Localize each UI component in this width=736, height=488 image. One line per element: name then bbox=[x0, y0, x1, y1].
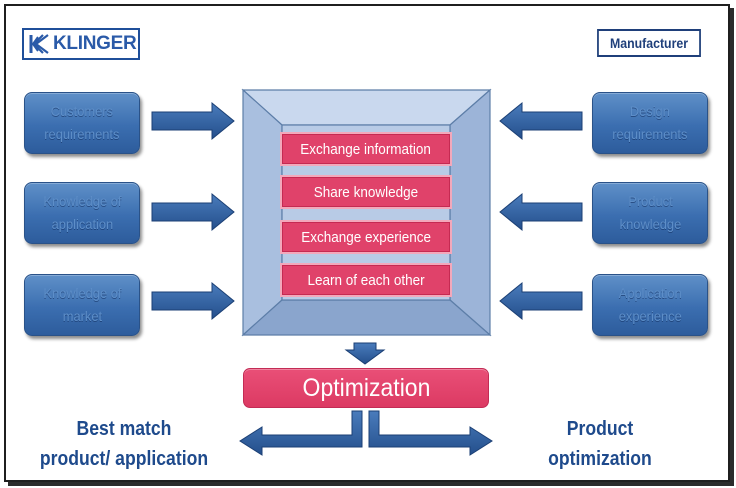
input-product-knowledge: Product knowledge bbox=[592, 182, 708, 244]
logo-text: KLINGER bbox=[53, 33, 137, 54]
outcome-right-line2: optimization bbox=[548, 448, 652, 470]
center-item-label: Exchange experience bbox=[301, 228, 431, 246]
outcome-left-line2: product/ application bbox=[39, 448, 209, 470]
arrow-right-3 bbox=[151, 281, 235, 321]
input-label-line1: Product bbox=[627, 193, 673, 209]
input-label-line1: Application bbox=[618, 285, 682, 301]
input-label-line2: market bbox=[62, 308, 102, 324]
arrow-left-1 bbox=[499, 101, 583, 141]
outcome-right-line1: Product bbox=[566, 418, 634, 440]
center-item-share-knowledge: Share knowledge bbox=[282, 177, 450, 207]
input-label-line1: Design bbox=[629, 103, 671, 119]
arrow-down bbox=[344, 342, 386, 365]
input-label-line2: knowledge bbox=[619, 216, 681, 232]
manufacturer-text: Manufacturer bbox=[609, 35, 689, 51]
input-application-experience: Application experience bbox=[592, 274, 708, 336]
input-label-line1: Knowledge of bbox=[42, 193, 122, 209]
center-item-exchange-experience: Exchange experience bbox=[282, 222, 450, 252]
manufacturer-label: Manufacturer bbox=[597, 29, 701, 57]
outcome-best-match: Best match product/ application bbox=[14, 414, 234, 474]
outcome-left-line1: Best match bbox=[76, 418, 172, 440]
center-item-label: Exchange information bbox=[300, 140, 432, 158]
input-customers-requirements: Customers requirements bbox=[24, 92, 140, 154]
input-label-line2: application bbox=[51, 216, 113, 232]
input-label-line2: experience bbox=[618, 308, 682, 324]
arrow-left-2 bbox=[499, 192, 583, 232]
input-label-line1: Knowledge of bbox=[42, 285, 122, 301]
input-design-requirements: Design requirements bbox=[592, 92, 708, 154]
outcome-product-optimization: Product optimization bbox=[510, 414, 690, 474]
arrow-left-3 bbox=[499, 281, 583, 321]
klinger-logo-icon bbox=[29, 34, 49, 54]
center-item-learn-of-each-other: Learn of each other bbox=[282, 265, 450, 295]
center-item-exchange-information: Exchange information bbox=[282, 134, 450, 164]
collaboration-box bbox=[241, 88, 492, 337]
klinger-logo: KLINGER bbox=[22, 28, 140, 60]
arrow-right-2 bbox=[151, 192, 235, 232]
input-knowledge-of-market: Knowledge of market bbox=[24, 274, 140, 336]
arrow-right-1 bbox=[151, 101, 235, 141]
center-item-label: Learn of each other bbox=[307, 271, 425, 289]
input-label-line2: requirements bbox=[612, 126, 688, 142]
optimization-box: Optimization bbox=[243, 368, 489, 408]
optimization-label: Optimization bbox=[302, 373, 430, 402]
input-label-line1: Customers bbox=[50, 103, 114, 119]
split-arrow bbox=[239, 410, 493, 456]
input-knowledge-of-application: Knowledge of application bbox=[24, 182, 140, 244]
input-label-line2: requirements bbox=[44, 126, 120, 142]
center-item-label: Share knowledge bbox=[313, 183, 419, 201]
